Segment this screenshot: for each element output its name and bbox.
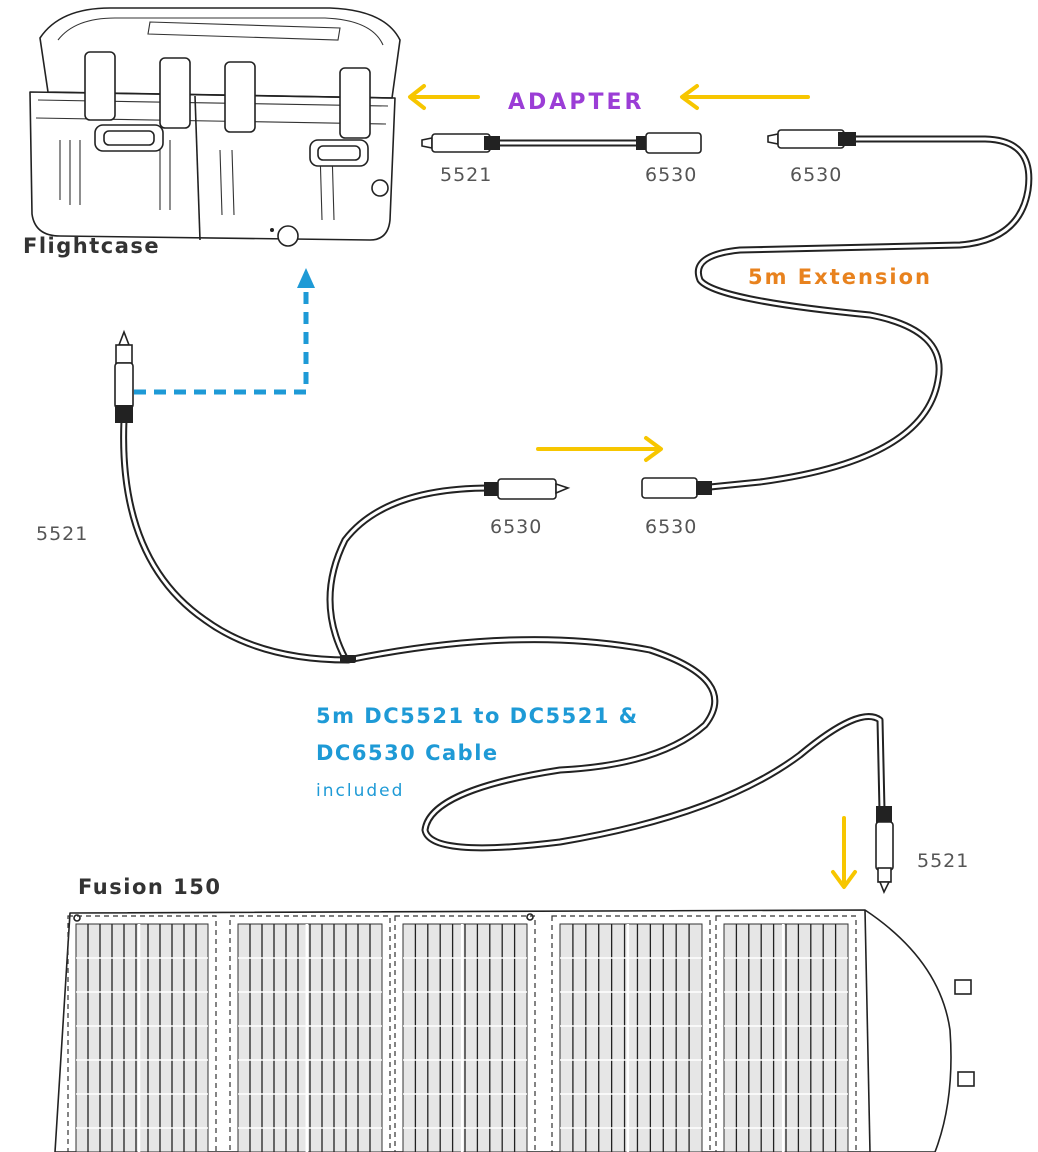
flightcase-label: Flightcase	[23, 234, 160, 258]
arrow-right-icon	[536, 436, 663, 462]
main-cable	[114, 329, 894, 894]
connector-label: 6530	[645, 164, 697, 186]
arrow-left-icon	[680, 84, 810, 110]
arrow-down-icon	[831, 816, 857, 889]
solar-panel-illustration	[54, 909, 975, 1152]
cable-label-line1: 5m DC5521 to DC5521 &	[316, 704, 639, 728]
flightcase-illustration	[29, 7, 401, 247]
extension-cable	[641, 129, 1033, 499]
extension-label: 5m Extension	[748, 265, 932, 289]
adapter-label: ADAPTER	[508, 90, 644, 115]
arrow-left-icon	[408, 84, 480, 110]
connector-label: 5521	[36, 523, 88, 545]
connector-label: 6530	[645, 516, 697, 538]
adapter-cable	[421, 132, 702, 154]
connector-label: 5521	[917, 850, 969, 872]
connector-label: 6530	[790, 164, 842, 186]
cable-label-line2: DC6530 Cable	[316, 741, 499, 765]
included-label: included	[316, 781, 404, 801]
panel-label: Fusion 150	[78, 875, 221, 899]
connector-label: 6530	[490, 516, 542, 538]
dashed-arrow-up-icon	[134, 268, 315, 395]
connector-label: 5521	[440, 164, 492, 186]
